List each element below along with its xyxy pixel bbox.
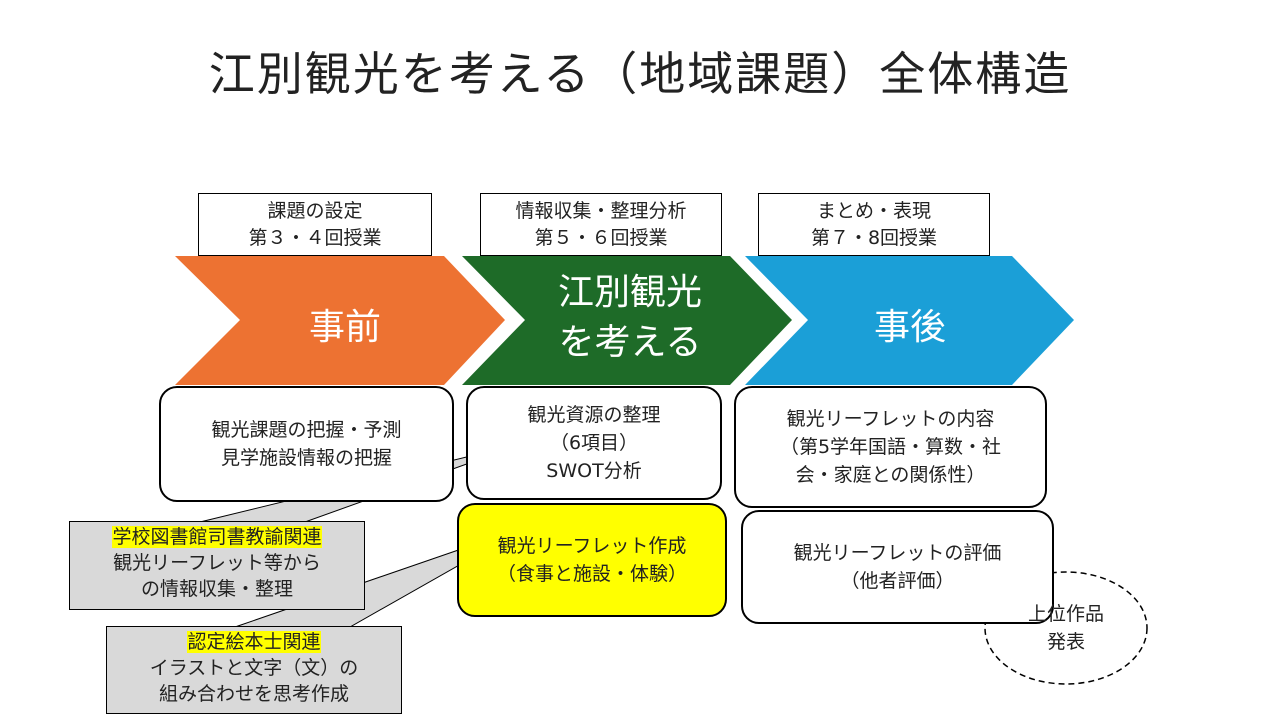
box-post-evaluation-line1: 観光リーフレットの評価: [793, 542, 1002, 564]
chevron-main-name-line1: 江別観光: [557, 272, 702, 313]
chevron-post-text: 事後: [815, 298, 1005, 350]
stage-label-main: 情報収集・整理分析 第５・６回授業: [480, 193, 722, 256]
callout-picturebook: 認定絵本士関連 イラストと文字（文）の 組み合わせを思考作成: [106, 626, 402, 714]
box-post-evaluation-line2: （他者評価）: [840, 570, 955, 592]
chevron-pre-name: 事前: [308, 307, 381, 348]
box-main: 観光資源の整理 （6項目） SWOT分析: [466, 386, 722, 500]
box-main-line1: 観光資源の整理: [527, 404, 661, 426]
stage-label-post: まとめ・表現 第７・8回授業: [758, 193, 990, 256]
box-pre-line1: 観光課題の把握・予測: [211, 419, 402, 441]
box-post-content-line1: 観光リーフレットの内容: [786, 408, 995, 430]
presentation-line1: 上位作品: [1027, 603, 1104, 625]
callout-library-highlight: 学校図書館司書教諭関連: [112, 526, 322, 548]
callout-library-line2: 観光リーフレット等から: [113, 552, 321, 574]
stage-label-pre-line1: 課題の設定: [267, 200, 363, 222]
chevron-post: [745, 256, 1074, 385]
box-pre-line2: 見学施設情報の把握: [220, 447, 392, 469]
stage-label-pre-line2: 第３・４回授業: [248, 227, 382, 249]
callout-library: 学校図書館司書教諭関連 観光リーフレット等から の情報収集・整理: [69, 521, 365, 610]
box-post-content-line2: （第5学年国語・算数・社: [779, 436, 1002, 458]
chevron-pre-text: 事前: [250, 298, 440, 350]
presentation-text: 上位作品 発表: [990, 600, 1142, 656]
callout-library-line3: の情報収集・整理: [140, 578, 293, 600]
box-main-leaflet-line2: （食事と施設・体験）: [496, 563, 687, 585]
box-main-leaflet-line1: 観光リーフレット作成: [497, 535, 687, 557]
stage-label-main-line2: 第５・６回授業: [534, 227, 668, 249]
stage-label-post-line2: 第７・8回授業: [810, 227, 938, 249]
stage-label-pre: 課題の設定 第３・４回授業: [198, 193, 432, 256]
box-post-content-line3: 会・家庭との関係性）: [795, 464, 986, 486]
box-main-leaflet: 観光リーフレット作成 （食事と施設・体験）: [457, 503, 727, 617]
callout-picturebook-line2: イラストと文字（文）の: [149, 657, 359, 679]
stage-label-post-line1: まとめ・表現: [816, 200, 931, 222]
box-post-content: 観光リーフレットの内容 （第5学年国語・算数・社 会・家庭との関係性）: [734, 386, 1047, 508]
callout-picturebook-highlight: 認定絵本士関連: [187, 631, 321, 653]
chevron-pre: [175, 256, 505, 385]
presentation-line2: 発表: [1046, 631, 1085, 653]
chevron-post-name: 事後: [873, 307, 946, 348]
box-post-evaluation: 観光リーフレットの評価 （他者評価）: [741, 510, 1054, 624]
box-main-line2: （6項目）: [549, 432, 639, 454]
callout-picturebook-line3: 組み合わせを思考作成: [158, 683, 349, 705]
box-pre: 観光課題の把握・予測 見学施設情報の把握: [159, 386, 454, 502]
chevron-main-text: 江別観光 を考える: [520, 268, 740, 368]
box-main-line3: SWOT分析: [546, 460, 642, 482]
chevron-main-name-line2: を考える: [558, 322, 702, 363]
page-title: 江別観光を考える（地域課題）全体構造: [208, 47, 1072, 101]
stage-label-main-line1: 情報収集・整理分析: [515, 200, 687, 222]
chevron-main: [462, 256, 792, 385]
